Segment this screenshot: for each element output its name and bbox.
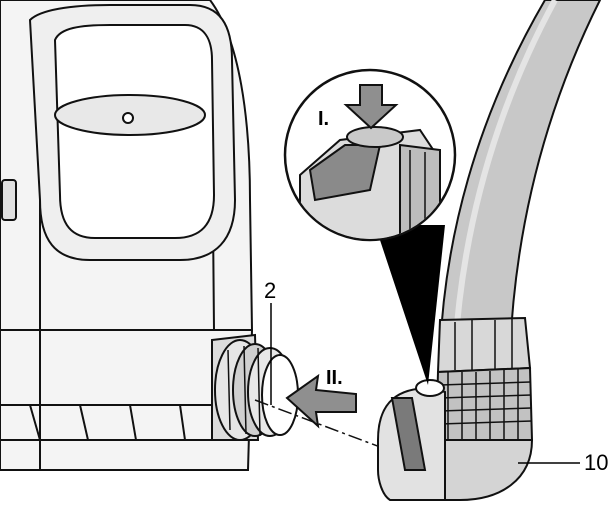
label-part-2: 2	[264, 278, 276, 303]
pump-outlet-thread	[211, 333, 299, 441]
label-part-10: 10	[584, 450, 608, 475]
detail-magnifier	[283, 68, 457, 385]
label-step-one: I.	[318, 108, 329, 130]
arrow-left-icon	[285, 373, 357, 429]
pump-body	[0, 0, 254, 471]
label-step-two: II.	[326, 367, 343, 389]
alignment-axis	[254, 399, 421, 463]
hose	[438, 0, 602, 351]
arrow-down-icon	[343, 84, 399, 130]
hose-connector	[377, 316, 534, 501]
